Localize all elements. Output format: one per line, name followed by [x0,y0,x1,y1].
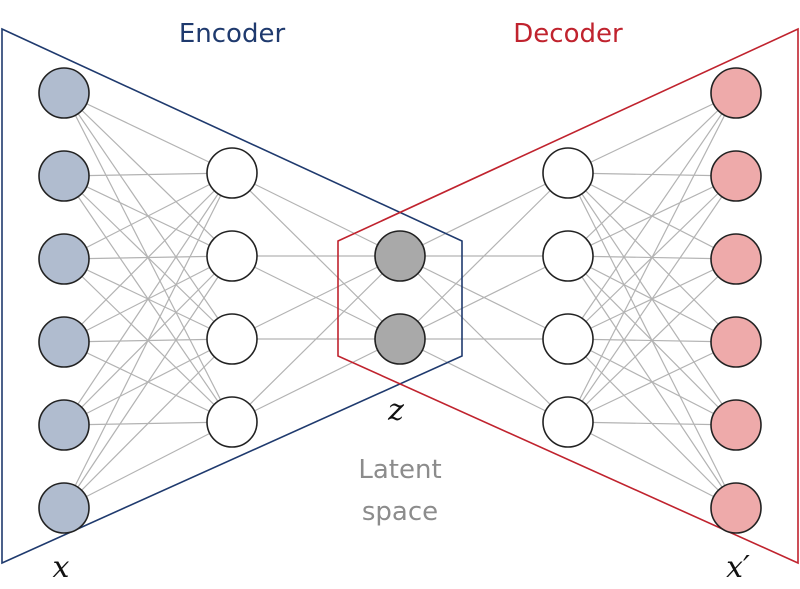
encoder-hidden-node-2 [206,230,258,282]
input-node-3 [38,233,90,285]
encoder-hidden-node-3 [206,313,258,365]
connections [63,92,737,509]
latent-space-label-line2: space [362,497,438,527]
latent-node-1 [374,230,426,282]
connection-decoder-hidden-3-to-output-3 [567,341,737,423]
connection-input-5-to-encoder-hidden-0 [63,172,233,509]
connection-encoder-hidden-0-to-latent-0 [231,172,401,257]
decoder-hidden-node-3 [542,313,594,365]
output-node-5 [710,399,762,451]
connection-input-5-to-encoder-hidden-3 [63,421,233,509]
decoder-hidden-node-4 [542,396,594,448]
connection-input-3-to-encoder-hidden-0 [63,172,233,343]
input-node-4 [38,316,90,368]
connection-decoder-hidden-3-to-output-0 [567,92,737,423]
output-node-6 [710,482,762,534]
connection-encoder-hidden-3-to-latent-1 [231,338,401,423]
connection-decoder-hidden-3-to-output-2 [567,258,737,423]
connection-decoder-hidden-3-to-output-5 [567,421,737,509]
connection-input-5-to-encoder-hidden-1 [63,255,233,509]
connection-input-5-to-encoder-hidden-2 [63,338,233,509]
decoder-title: Decoder [513,19,623,49]
connection-latent-1-to-decoder-hidden-1 [399,255,569,340]
output-node-1 [710,67,762,119]
input-variable-label: x [53,550,70,585]
latent-space-label-line1: Latent [358,455,441,485]
decoder-hidden-node-2 [542,230,594,282]
input-node-2 [38,150,90,202]
output-node-4 [710,316,762,368]
connection-decoder-hidden-3-to-output-1 [567,175,737,423]
encoder-hidden-node-4 [206,396,258,448]
output-variable-label: x′ [726,550,750,585]
encoder-outline [1,27,463,565]
latent-node-2 [374,313,426,365]
connection-latent-0-to-decoder-hidden-0 [399,172,569,257]
decoder-outline [337,27,799,565]
connection-decoder-hidden-3-to-output-4 [567,421,737,426]
connection-decoder-hidden-2-to-output-0 [567,92,737,340]
connection-encoder-hidden-2-to-latent-0 [231,255,401,340]
connection-input-0-to-encoder-hidden-0 [63,92,233,174]
connection-encoder-hidden-3-to-latent-0 [231,255,401,423]
output-node-3 [710,233,762,285]
nodes [38,67,762,534]
input-node-6 [38,482,90,534]
connection-input-2-to-encoder-hidden-0 [63,172,233,260]
input-node-1 [38,67,90,119]
connection-decoder-hidden-0-to-output-0 [567,92,737,174]
encoder-title: Encoder [179,19,286,49]
output-node-2 [710,150,762,202]
latent-variable-label: z [387,393,404,428]
connection-input-1-to-encoder-hidden-0 [63,172,233,177]
decoder-hidden-node-1 [542,147,594,199]
encoder-hidden-node-1 [206,147,258,199]
input-node-5 [38,399,90,451]
connection-latent-1-to-decoder-hidden-3 [399,338,569,423]
connection-latent-1-to-decoder-hidden-0 [399,172,569,340]
connection-input-4-to-encoder-hidden-0 [63,172,233,426]
connection-decoder-hidden-1-to-output-0 [567,92,737,257]
